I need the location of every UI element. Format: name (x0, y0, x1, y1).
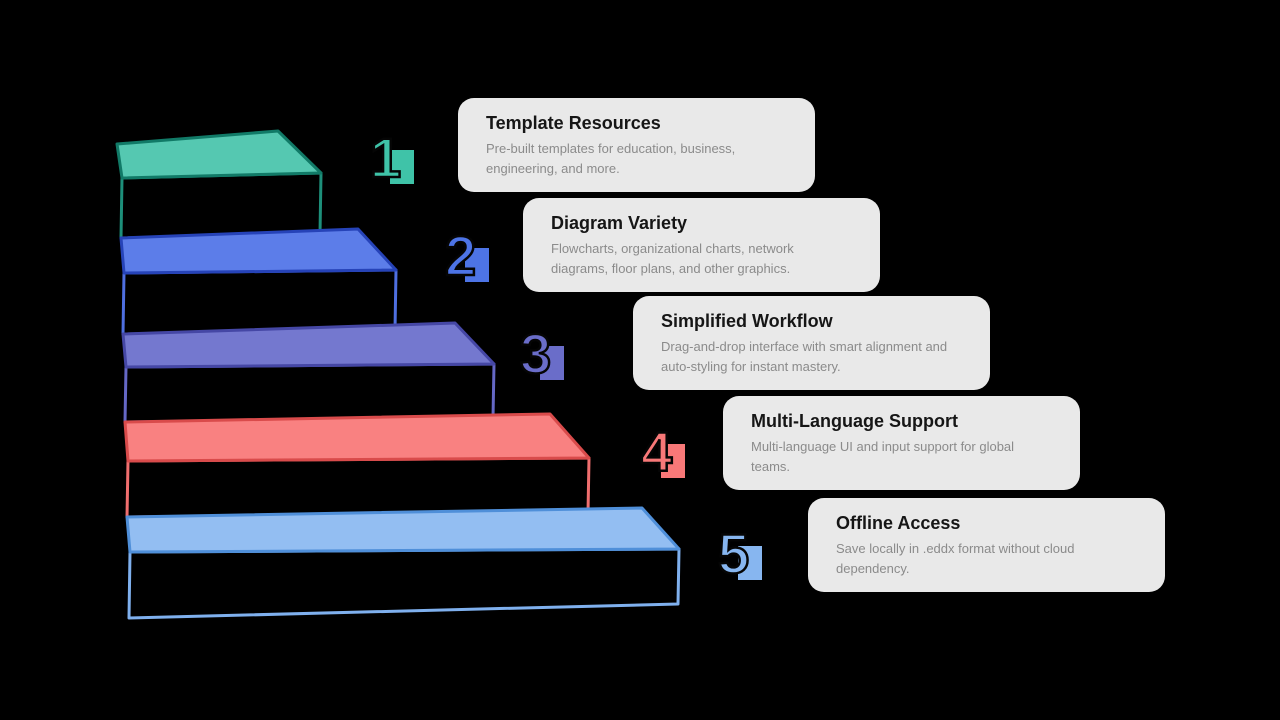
number-3-block (540, 346, 564, 380)
number-5-block (738, 546, 762, 580)
number-2-text: 2 (444, 224, 478, 287)
number-3-text: 3 (519, 322, 553, 385)
step-number-4: 4 (640, 420, 705, 492)
number-4-block (661, 444, 685, 478)
feature-card-multi-language-support: Multi-Language Support Multi-language UI… (723, 396, 1080, 490)
feature-card-diagram-variety: Diagram Variety Flowcharts, organization… (523, 198, 880, 292)
step-1-front-face (119, 171, 323, 240)
step-4-front-face (125, 456, 591, 519)
step-2-top-face (119, 227, 398, 275)
card-description: Save locally in .eddx format without clo… (836, 541, 1075, 576)
step-5-front-face (127, 547, 681, 620)
card-description: Drag-and-drop interface with smart align… (661, 339, 948, 374)
step-1-top-face (115, 129, 323, 180)
number-5-text: 5 (717, 522, 751, 585)
stair-step-2 (119, 227, 398, 336)
card-title: Offline Access (836, 513, 961, 533)
step-number-2: 2 (444, 224, 509, 296)
feature-card-template-resources: Template Resources Pre-built templates f… (458, 98, 815, 192)
step-3-front-face (123, 362, 496, 424)
step-5-top-face (125, 506, 681, 554)
number-1-text: 1 (369, 126, 403, 189)
step-3-top-face (121, 321, 496, 369)
stair-step-5 (125, 506, 681, 620)
card-title: Template Resources (486, 113, 661, 133)
step-2-front-face (121, 268, 398, 336)
step-number-5: 5 (717, 522, 782, 594)
card-description: Pre-built templates for education, busin… (486, 141, 736, 176)
card-title: Simplified Workflow (661, 311, 833, 331)
card-title: Diagram Variety (551, 213, 688, 233)
step-number-1: 1 (369, 126, 434, 198)
feature-card-simplified-workflow: Simplified Workflow Drag-and-drop interf… (633, 296, 990, 390)
card-title: Multi-Language Support (751, 411, 958, 431)
stair-step-4 (123, 412, 591, 519)
number-1-block (390, 150, 414, 184)
step-4-top-face (123, 412, 591, 463)
number-2-block (465, 248, 489, 282)
feature-card-offline-access: Offline Access Save locally in .eddx for… (808, 498, 1165, 592)
number-4-text: 4 (640, 420, 674, 483)
stair-step-3 (121, 321, 496, 424)
step-number-3: 3 (519, 322, 584, 394)
stair-step-1 (115, 129, 323, 240)
card-description: Flowcharts, organizational charts, netwo… (551, 241, 794, 276)
card-description: Multi-language UI and input support for … (751, 439, 1015, 474)
